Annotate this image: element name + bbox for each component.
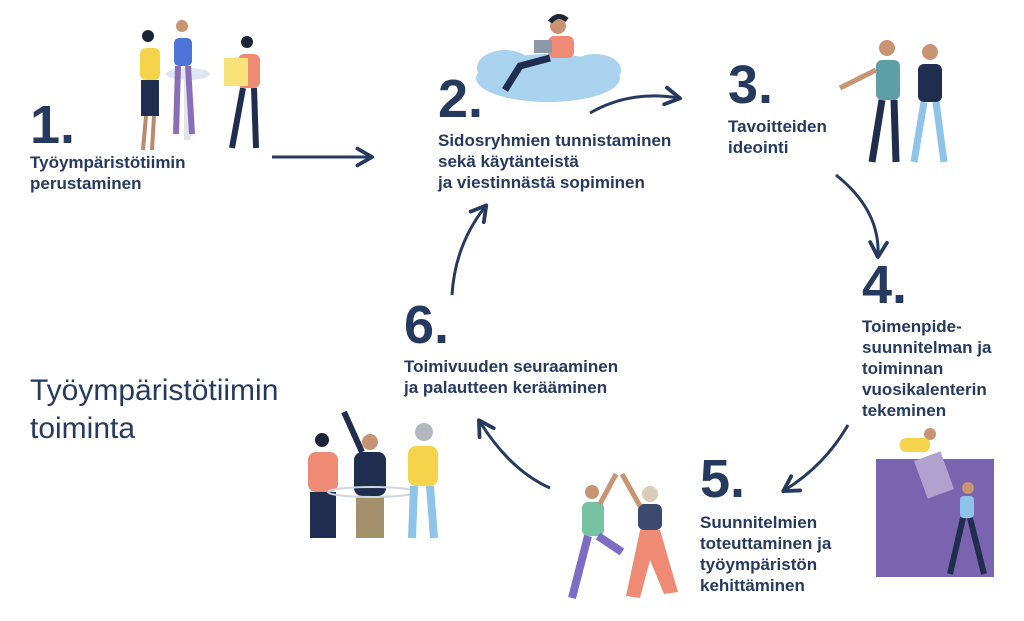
- people-meeting-illustration: [140, 20, 260, 151]
- arrow-4-to-5: [781, 424, 850, 494]
- two-people-illustration: [838, 40, 948, 163]
- step-5-number: 5.: [700, 449, 746, 509]
- step-2: 2. Sidosryhmien tunnistaminen sekä käytä…: [438, 72, 671, 193]
- arrow-2-to-3: [589, 85, 682, 115]
- step-3-number: 3.: [728, 55, 774, 115]
- step-6: 6. Toimivuuden seuraaminen ja palautteen…: [404, 298, 618, 398]
- step-4-label: Toimenpide- suunnitelman ja toiminnan vu…: [862, 317, 992, 420]
- step-3-label: Tavoitteiden ideointi: [728, 117, 827, 157]
- step-2-number: 2.: [438, 69, 484, 129]
- step-6-number: 6.: [404, 295, 450, 355]
- arrow-3-to-4: [835, 173, 889, 259]
- cloud-laptop-illustration: [476, 14, 621, 102]
- step-5: 5. Suunnitelmien toteuttaminen ja työymp…: [700, 452, 831, 596]
- high-five-illustration: [568, 472, 678, 599]
- step-5-label: Suunnitelmien toteuttaminen ja työympäri…: [700, 513, 832, 595]
- step-2-label: Sidosryhmien tunnistaminen sekä käytänte…: [438, 131, 672, 192]
- diagram-title: Työympäristötiimin toiminta: [30, 374, 279, 445]
- step-1: 1. Työympäristötiimin perustaminen: [30, 98, 186, 194]
- arrow-6-to-2: [450, 203, 489, 296]
- group-people-illustration: [308, 410, 438, 539]
- step-1-number: 1.: [30, 95, 76, 155]
- step-6-label: Toimivuuden seuraaminen ja palautteen ke…: [404, 357, 619, 397]
- step-4-number: 4.: [862, 255, 908, 315]
- arrow-5-to-6: [476, 418, 551, 490]
- workers-panel-illustration: [876, 428, 994, 577]
- step-3: 3. Tavoitteiden ideointi: [728, 58, 827, 158]
- step-1-label: Työympäristötiimin perustaminen: [30, 153, 186, 193]
- step-4: 4. Toimenpide- suunnitelman ja toiminnan…: [862, 258, 991, 421]
